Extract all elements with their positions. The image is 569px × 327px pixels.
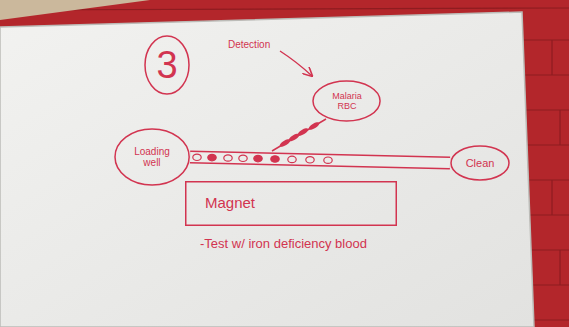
note-text: -Test w/ iron deficiency blood [200, 237, 367, 252]
channel-cells [193, 154, 332, 163]
channel-inside [190, 157, 450, 163]
loading-well: Loading well [114, 128, 190, 186]
node-label: 3 [156, 46, 177, 84]
node-label: Malaria RBC [325, 91, 368, 112]
whiteboard [0, 12, 534, 327]
node-text: Magnet [205, 194, 255, 211]
channel-connector [190, 157, 450, 163]
node-label: Loading well [128, 146, 176, 169]
arrow-label: Detection [228, 39, 270, 51]
callout-circle: 3 [144, 35, 190, 95]
flowing-cells [279, 121, 321, 148]
inlet-line [272, 119, 326, 151]
node-label: Magnet [205, 194, 255, 211]
node-text: 3 [156, 46, 177, 84]
ellipse-outline [115, 129, 189, 185]
node-text: Clean [466, 157, 495, 170]
cell-bubble: Malaria RBC [312, 80, 381, 122]
magnet-box: Magnet [185, 181, 397, 226]
rect-outline [186, 181, 397, 225]
clean-well: Clean [450, 145, 510, 181]
ceiling-strip [0, 0, 150, 20]
node-text: Malaria RBC [325, 91, 368, 112]
ellipse-outline [451, 146, 509, 180]
ellipse-outline [313, 81, 380, 121]
node-text: Loading well [128, 146, 176, 169]
ellipse-outline [145, 36, 189, 94]
channel-wall [190, 157, 450, 163]
detection-arrow [280, 51, 312, 76]
node-label: Clean [466, 157, 495, 170]
